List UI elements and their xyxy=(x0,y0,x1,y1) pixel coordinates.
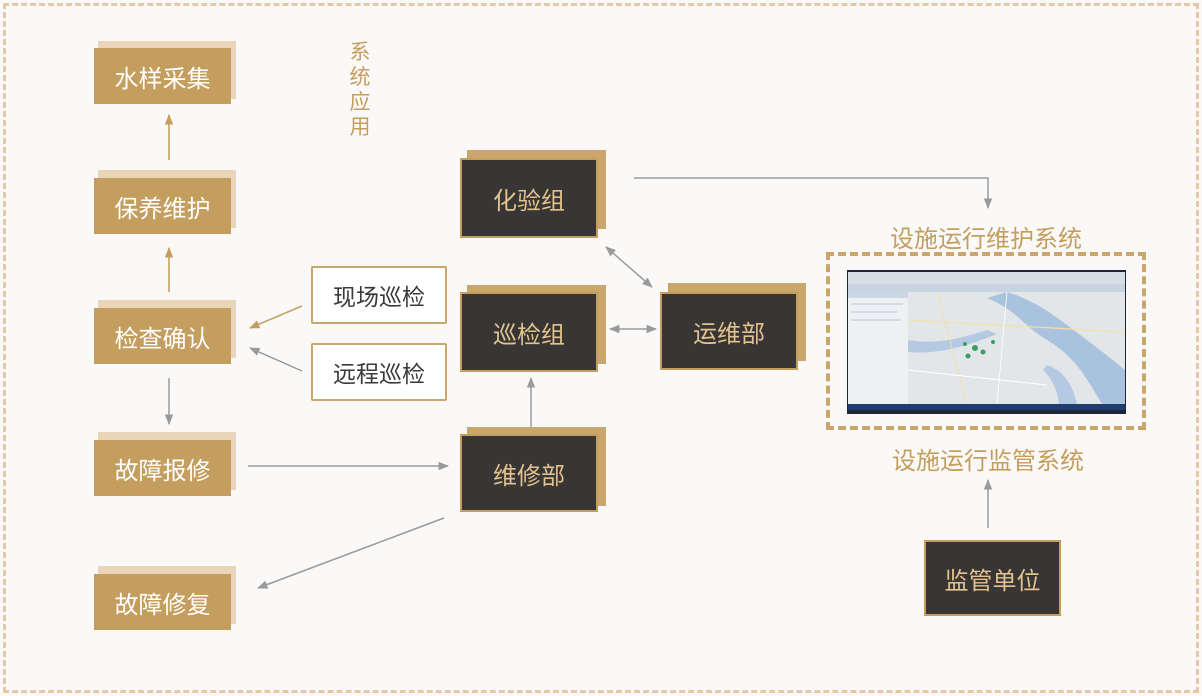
side-label-system-application: 系统应用 xyxy=(349,40,371,139)
monitoring-system-label: 设施运行监管系统 xyxy=(892,447,1084,475)
ops-maintenance-system-label: 设施运行维护系统 xyxy=(890,225,1082,253)
map-screenshot-image xyxy=(847,270,1126,414)
fault-report-box: 故障报修 xyxy=(94,440,231,496)
arrow-remote-to-inspection xyxy=(249,347,303,372)
arrow-lab-to-system xyxy=(634,177,993,210)
arrow-repair-dept-to-fault-repair xyxy=(257,517,445,589)
remote-inspection-box: 远程巡检 xyxy=(311,343,447,401)
patrol-group-box: 巡检组 xyxy=(460,292,598,372)
lab-group-box: 化验组 xyxy=(460,158,598,238)
fault-repair-box: 故障修复 xyxy=(94,574,231,630)
ops-dept-box: 运维部 xyxy=(660,292,798,370)
supervisor-box: 监管单位 xyxy=(924,540,1061,616)
inspection-confirm-box: 检查确认 xyxy=(94,308,231,364)
maintenance-box: 保养维护 xyxy=(94,178,231,234)
arrow-lab-ops xyxy=(605,246,653,288)
monitor-dashed-frame xyxy=(826,252,1146,430)
monitor-screen xyxy=(847,270,1126,414)
repair-dept-box: 维修部 xyxy=(460,434,598,512)
arrow-onsite-to-inspection xyxy=(249,305,303,329)
water-sampling-box: 水样采集 xyxy=(94,48,231,104)
dashed-border-frame xyxy=(3,3,1199,693)
onsite-inspection-box: 现场巡检 xyxy=(311,266,447,324)
